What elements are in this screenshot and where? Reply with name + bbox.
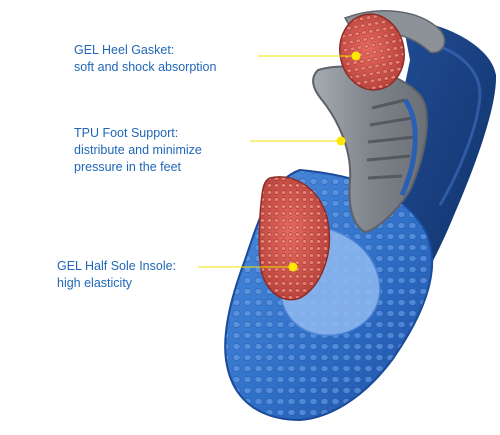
annotation-desc: soft and shock absorption — [74, 60, 217, 74]
annotation-title: GEL Half Sole Insole: — [57, 259, 177, 273]
annotation-desc: high elasticity — [57, 276, 133, 290]
leader-dot-gel — [288, 262, 298, 272]
annotation-desc: distribute and minimize — [74, 143, 202, 157]
annotation-tpu-support: TPU Foot Support: distribute and minimiz… — [74, 125, 202, 176]
annotation-title: GEL Heel Gasket: — [74, 43, 175, 57]
annotation-title: TPU Foot Support: — [74, 126, 179, 140]
tpu-support — [313, 66, 427, 232]
annotation-desc: pressure in the feet — [74, 160, 182, 174]
annotation-half-sole-insole: GEL Half Sole Insole: high elasticity — [57, 258, 176, 292]
leader-dot-tpu — [336, 136, 346, 146]
annotation-heel-gasket: GEL Heel Gasket: soft and shock absorpti… — [74, 42, 216, 76]
leader-dot-heel — [351, 51, 361, 61]
